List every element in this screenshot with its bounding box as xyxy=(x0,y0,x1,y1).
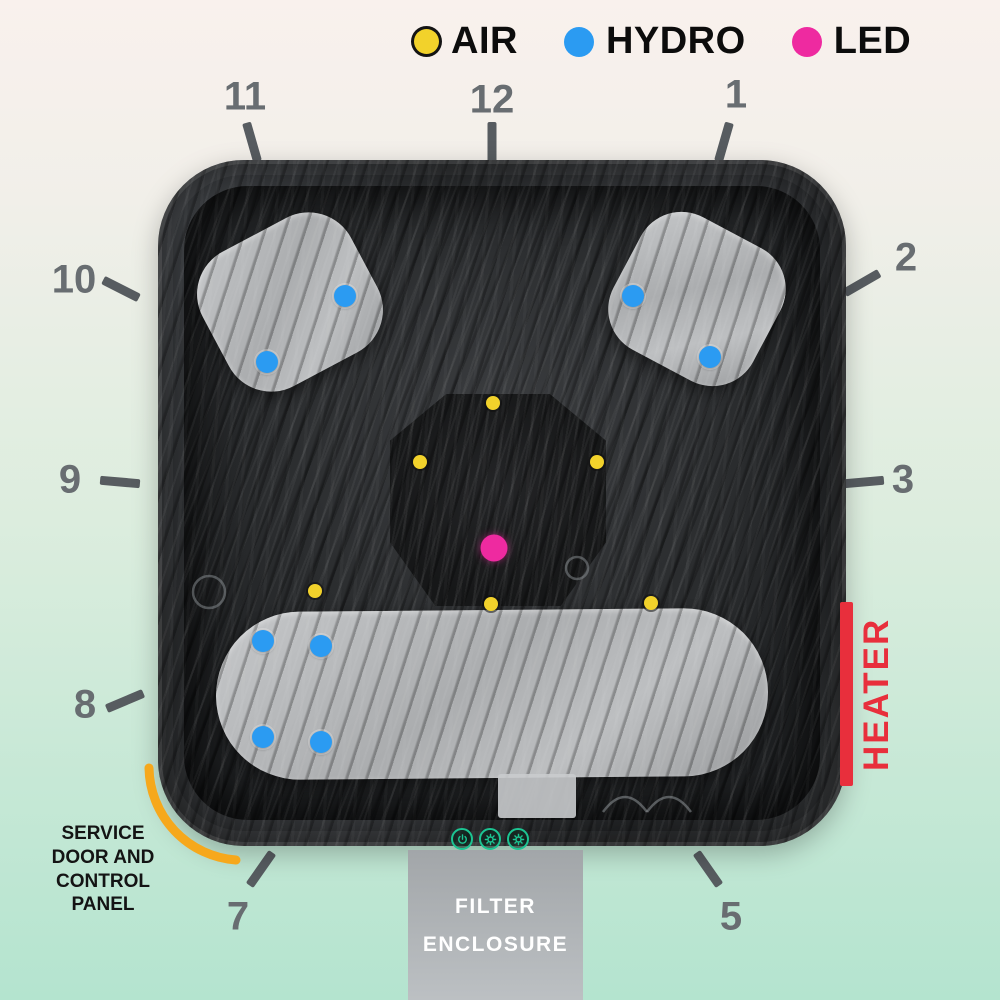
hydro-jet xyxy=(334,285,356,307)
air-jet xyxy=(484,597,498,611)
filter-enclosure: FILTER ENCLOSURE xyxy=(408,850,583,1000)
gear-icon xyxy=(479,828,501,850)
clock-label-9: 9 xyxy=(58,457,82,502)
clock-label-2: 2 xyxy=(894,235,918,280)
legend-item-air: AIR xyxy=(414,20,518,63)
clock-tick-7 xyxy=(245,850,277,888)
clock-label-7: 7 xyxy=(226,894,250,939)
led-jet xyxy=(480,534,508,562)
legend-label-air: AIR xyxy=(451,20,518,62)
air-jet xyxy=(413,455,427,469)
hydro-jet xyxy=(256,351,278,373)
footwell xyxy=(390,394,606,606)
hydro-jet xyxy=(252,726,274,748)
clock-tick-8 xyxy=(104,689,146,713)
hydro-jet xyxy=(622,285,644,307)
clock-label-12: 12 xyxy=(469,77,515,122)
lounger-seat xyxy=(215,607,769,781)
clock-label-3: 3 xyxy=(891,457,915,502)
legend-item-hydro: HYDRO xyxy=(563,20,746,63)
clock-tick-11 xyxy=(242,121,262,163)
clock-tick-9 xyxy=(99,475,141,489)
control-panel-buttons xyxy=(451,828,529,850)
clock-label-8: 8 xyxy=(73,682,97,727)
hydro-jet xyxy=(310,635,332,657)
service-door-label: SERVICE DOOR AND CONTROL PANEL xyxy=(51,823,155,916)
heater-bar xyxy=(840,602,853,786)
led-jet-icon xyxy=(791,26,822,57)
legend-item-led: LED xyxy=(791,20,912,63)
power-icon xyxy=(451,828,473,850)
clock-tick-5 xyxy=(692,850,724,888)
gear-icon xyxy=(507,828,529,850)
hydro-jet-icon xyxy=(563,26,594,57)
legend: AIR HYDRO LED xyxy=(414,20,911,63)
heater-label: HEATER xyxy=(857,617,896,771)
hydro-jet xyxy=(310,731,332,753)
clock-label-1: 1 xyxy=(724,72,748,117)
clock-tick-10 xyxy=(101,275,141,303)
clock-label-5: 5 xyxy=(719,894,743,939)
air-jet xyxy=(590,455,604,469)
legend-label-hydro: HYDRO xyxy=(605,20,746,62)
air-jet-icon xyxy=(414,29,439,54)
filter-enclosure-label: FILTER ENCLOSURE xyxy=(422,895,569,956)
legend-label-led: LED xyxy=(833,20,912,62)
hydro-jet xyxy=(699,346,721,368)
clock-label-10: 10 xyxy=(51,257,97,302)
clock-tick-1 xyxy=(714,121,734,163)
clock-tick-12 xyxy=(487,122,497,162)
clock-tick-3 xyxy=(843,475,885,489)
air-jet xyxy=(486,396,500,410)
air-jet xyxy=(308,584,322,598)
clock-label-11: 11 xyxy=(223,74,267,119)
air-jet xyxy=(644,596,658,610)
clock-tick-2 xyxy=(842,269,882,297)
hydro-jet xyxy=(252,630,274,652)
